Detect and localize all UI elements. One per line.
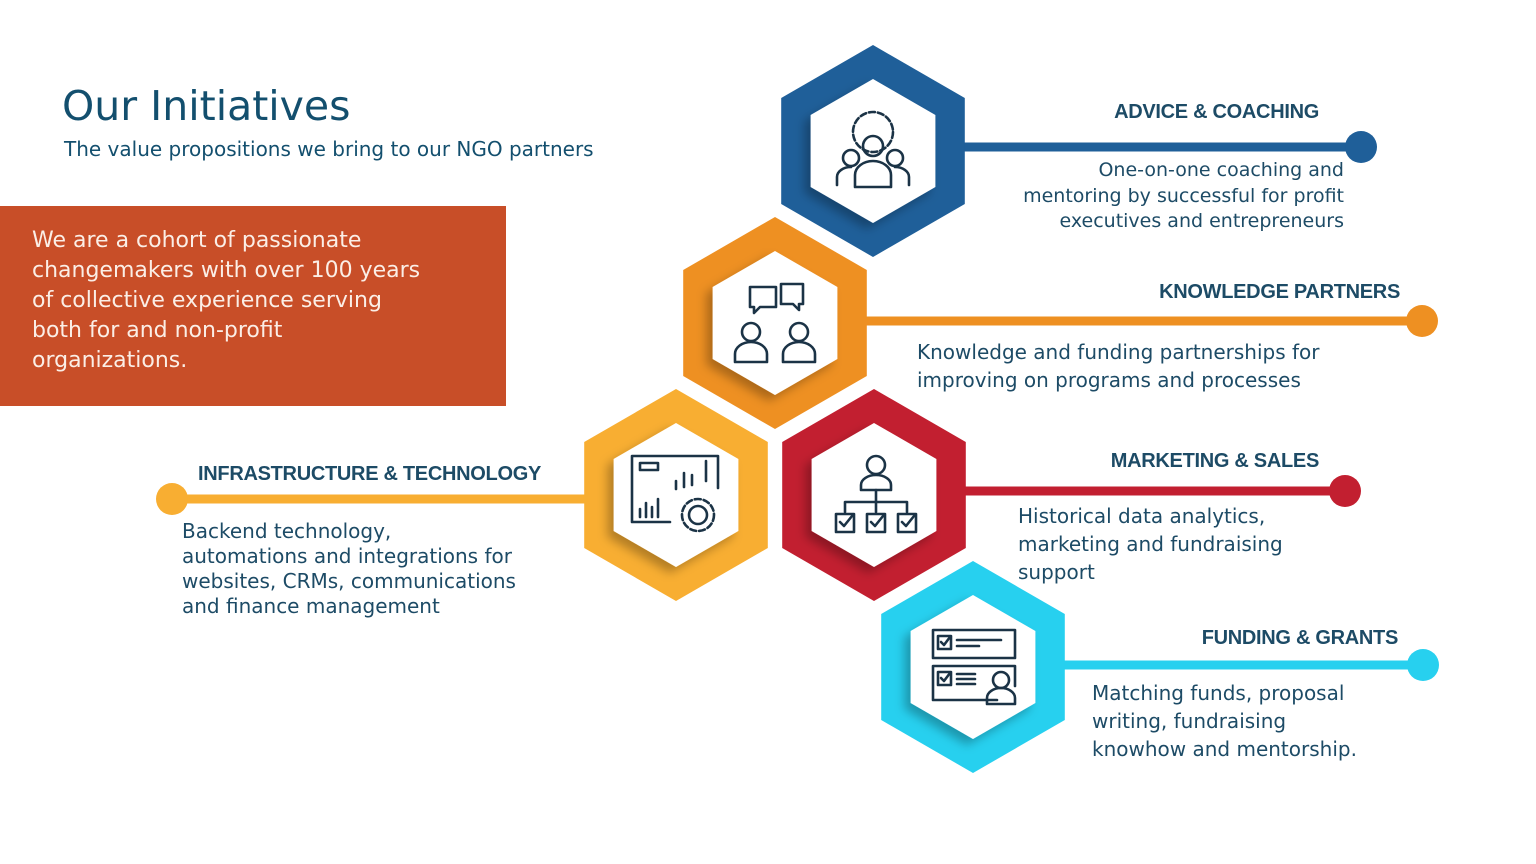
connector-dot-infrastructure-technology <box>156 483 188 515</box>
initiative-title-marketing-sales: MARKETING & SALES <box>1110 450 1320 472</box>
intro-box <box>0 206 506 406</box>
discussion-icon <box>733 282 817 364</box>
hexagon-knowledge-partners <box>683 217 867 429</box>
application-form-icon <box>931 628 1017 706</box>
page-title: Our Initiatives <box>62 82 351 130</box>
hexagon-inner <box>613 423 739 567</box>
hexagon-inner <box>712 251 838 395</box>
connector-dot-marketing-sales <box>1329 475 1361 507</box>
initiative-title-knowledge-partners: KNOWLEDGE PARTNERS <box>1159 281 1400 303</box>
initiative-desc-funding-grants: Matching funds, proposal writing, fundra… <box>1092 681 1357 761</box>
org-chart-icon <box>834 454 918 534</box>
initiative-desc-advice-coaching: One-on-one coaching and mentoring by suc… <box>1023 159 1344 232</box>
hexagon-infrastructure-technology <box>584 389 768 601</box>
dashboard-gear-icon <box>630 454 720 533</box>
connector-dot-knowledge-partners <box>1406 305 1438 337</box>
initiative-desc-knowledge-partners: Knowledge and funding partnerships for i… <box>917 340 1320 392</box>
connector-dot-advice-coaching <box>1345 131 1377 163</box>
initiative-desc-marketing-sales: Historical data analytics, marketing and… <box>1018 504 1283 584</box>
initiative-title-infrastructure-technology: INFRASTRUCTURE & TECHNOLOGY <box>198 463 542 485</box>
intro-text: We are a cohort of passionate changemake… <box>32 228 421 373</box>
hexagon-marketing-sales <box>782 389 966 601</box>
connector-dot-funding-grants <box>1407 649 1439 681</box>
initiative-title-advice-coaching: ADVICE & COACHING <box>1114 101 1319 123</box>
team-gear-icon <box>835 110 911 189</box>
initiative-desc-infrastructure-technology: Backend technology, automations and inte… <box>182 519 516 618</box>
page-subtitle: The value propositions we bring to our N… <box>64 137 594 161</box>
initiative-title-funding-grants: FUNDING & GRANTS <box>1201 627 1399 649</box>
